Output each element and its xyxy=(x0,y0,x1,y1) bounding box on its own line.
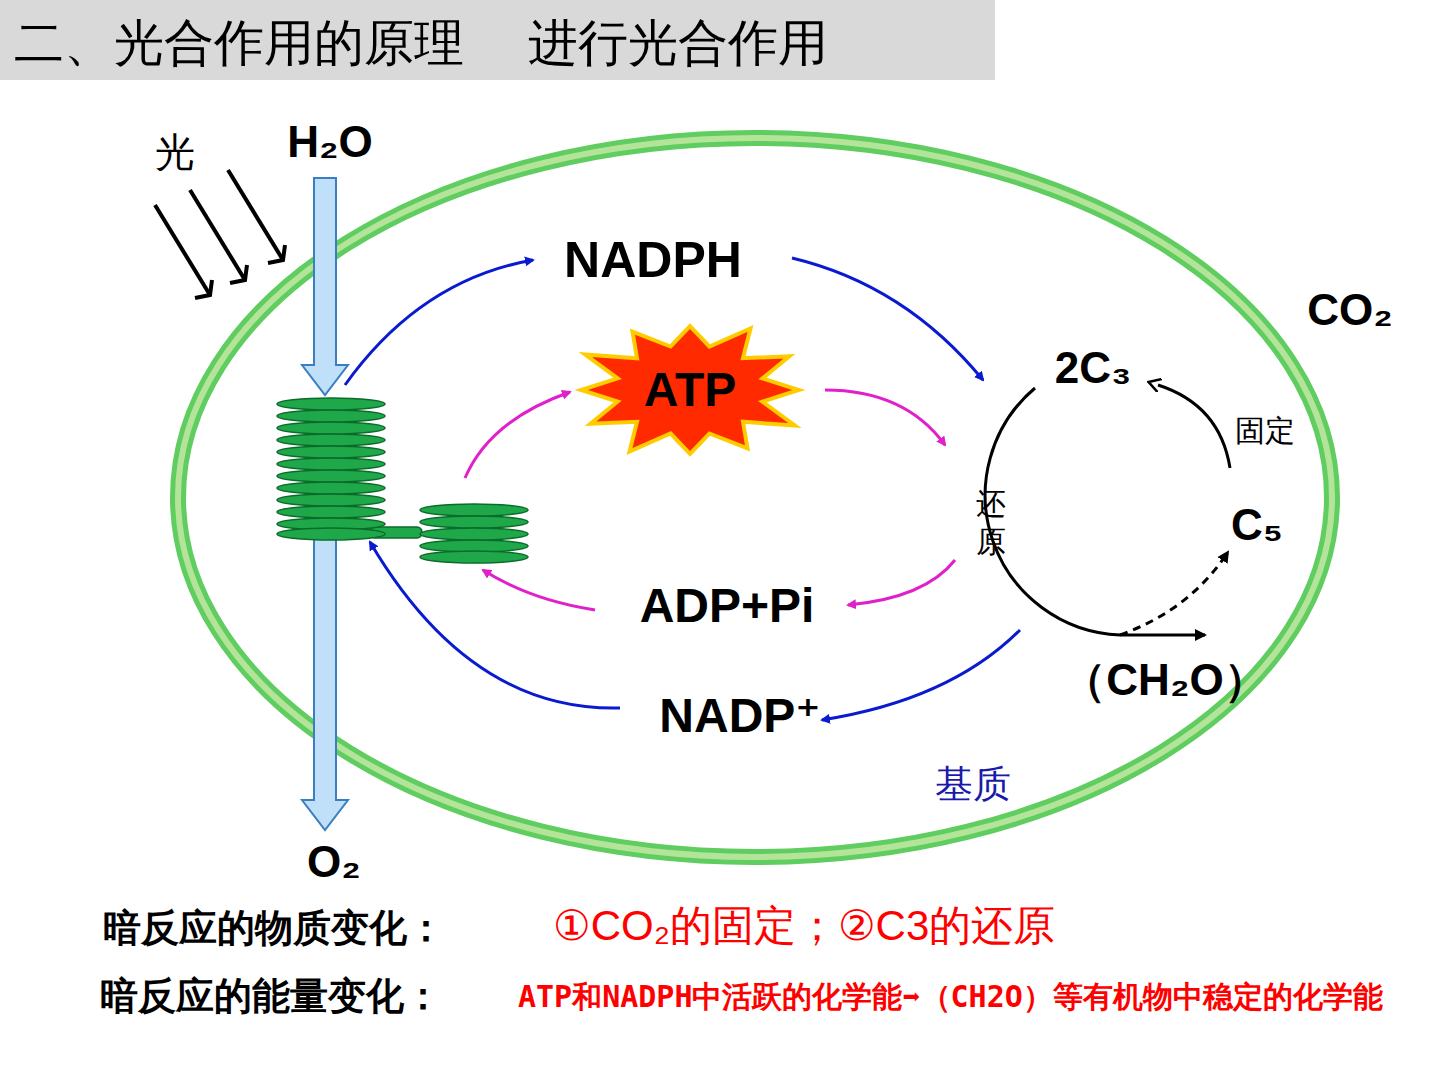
light-label: 光 xyxy=(155,130,195,174)
nadph-arrows xyxy=(345,258,1020,720)
water-flow-arrow xyxy=(302,178,348,830)
chemical-label: C₅ xyxy=(1231,501,1283,549)
atp-arrows xyxy=(465,390,955,610)
node-text: 基质 xyxy=(935,764,1011,806)
note-text: ATP和NADPH中活跃的化学能➡（CH2O）等有机物中稳定的化学能 xyxy=(518,978,1403,1016)
chemical-label: H₂O xyxy=(287,118,373,166)
node-text: ATP xyxy=(644,364,736,417)
chloroplast: 基质 ATP xyxy=(170,130,1340,865)
light-rays xyxy=(155,170,285,298)
chemical-label: （CH₂O） xyxy=(1062,656,1267,704)
atp-star: ATP xyxy=(565,315,815,465)
note-text: ①CO₂的固定；②C3的还原 xyxy=(553,903,1055,949)
chemical-label: ADP+Pi xyxy=(640,580,815,633)
process-label: 还原 xyxy=(976,485,1010,560)
note-heading: 暗反应的物质变化： xyxy=(103,907,445,949)
process-label: 固定 xyxy=(1235,414,1295,447)
chloroplast-outline xyxy=(170,130,1340,865)
chemical-label: O₂ xyxy=(307,838,361,886)
chemical-label: CO₂ xyxy=(1307,286,1393,334)
chemical-label: NADPH xyxy=(564,233,742,288)
title-text: 二、光合作用的原理 进行光合作用 xyxy=(14,10,828,77)
note-heading: 暗反应的能量变化： xyxy=(100,975,442,1017)
chemical-label: NADP⁺ xyxy=(659,690,820,743)
grana-stack xyxy=(277,398,528,563)
chemical-label: 2C₃ xyxy=(1055,344,1132,392)
calvin-cycle xyxy=(985,385,1230,635)
